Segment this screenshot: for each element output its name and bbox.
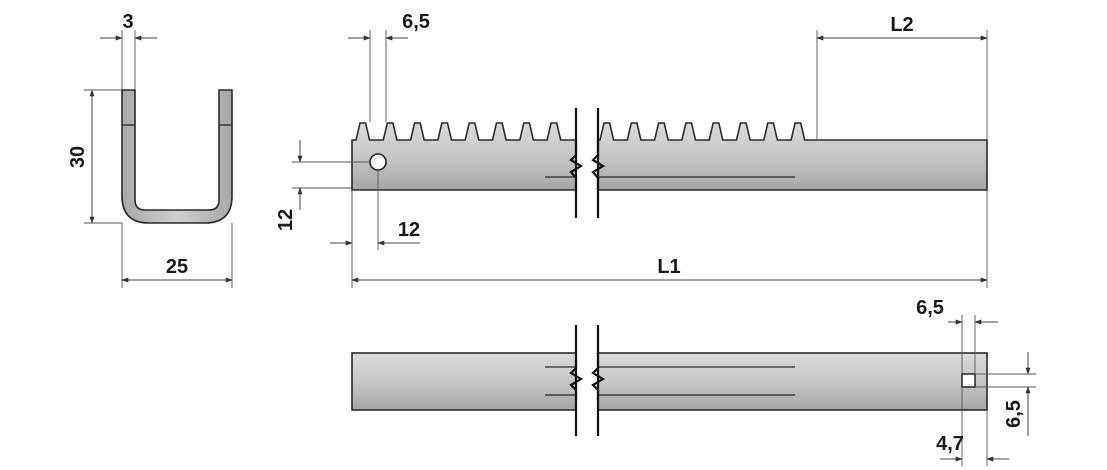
dim-label-profile-height: 30 [67, 146, 89, 168]
dim-label-bottom-offset: 6,5 [916, 297, 944, 319]
dim-label-square-size: 4,7 [936, 433, 964, 455]
bottom-bar-right-segment [597, 352, 988, 411]
break-symbol-left [569, 140, 584, 190]
dim-label-hole-offset: 12 [398, 219, 420, 241]
dim-label-square-height: 6,5 [1003, 400, 1025, 428]
square-hole [961, 373, 976, 388]
dim-label-profile-width: 25 [166, 256, 188, 278]
bottom-bar-left-segment [351, 352, 577, 411]
rack-right-segment [597, 122, 988, 191]
break-symbol-right [591, 140, 606, 190]
dim-label-l2: L2 [890, 14, 913, 36]
u-profile-view: 3 30 25 [67, 11, 233, 288]
dim-label-hole-height: 12 [275, 209, 297, 231]
rack-front-view: 6,5 L2 12 12 L1 [275, 11, 988, 288]
rack-left-segment [351, 122, 577, 191]
dim-label-tooth-pitch: 6,5 [402, 11, 430, 33]
rack-bottom-view: 6,5 6,5 4,7 [351, 297, 1036, 466]
mounting-hole [369, 153, 387, 171]
dim-label-l1: L1 [657, 256, 680, 278]
u-profile-shape [121, 89, 233, 224]
dim-label-thickness: 3 [122, 11, 133, 33]
